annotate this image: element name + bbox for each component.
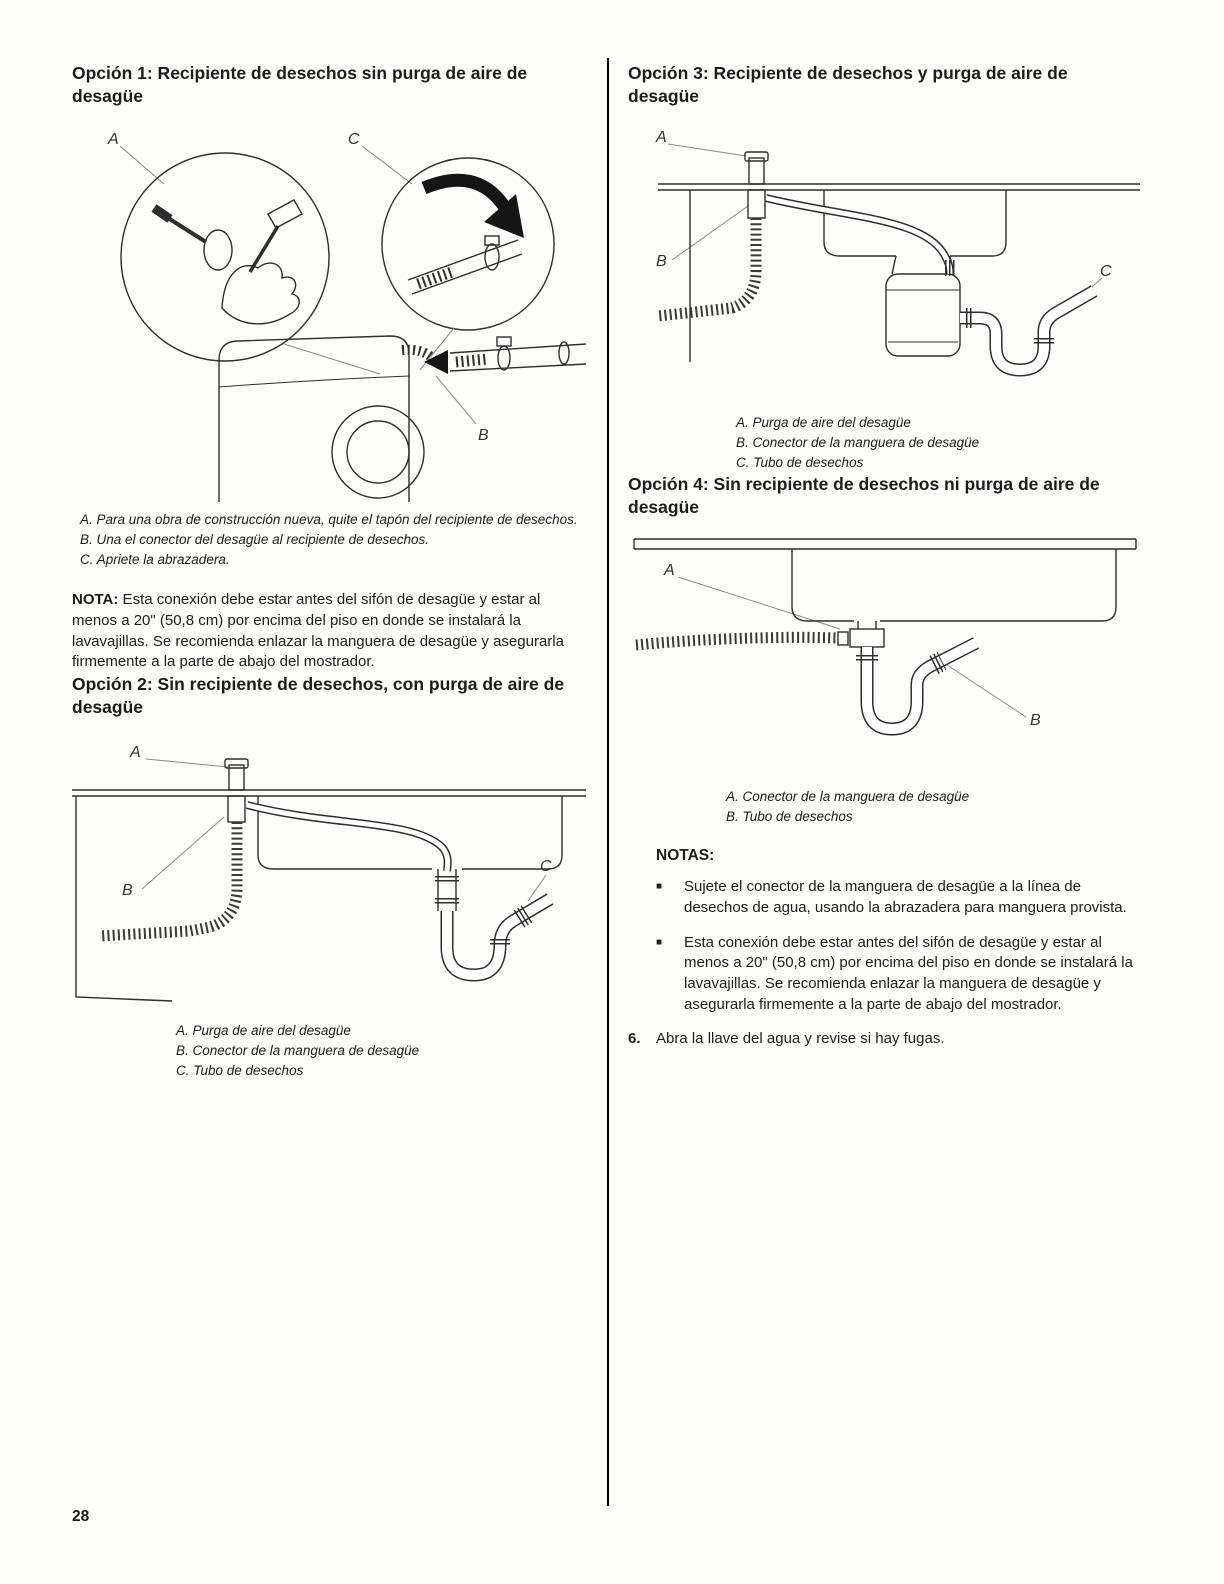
caption-line: A. Purga de aire del desagüe [736, 414, 911, 430]
fig1-label-c: C [348, 131, 360, 148]
step-6: 6. Abra la llave del agua y revise si ha… [628, 1029, 1140, 1050]
square-bullet-icon: ■ [656, 936, 663, 948]
notas-heading: NOTAS: [656, 847, 715, 865]
step-text: Abra la llave del agua y revise si hay f… [656, 1030, 945, 1048]
bullet-text: Sujete el conector de la manguera de des… [684, 878, 1127, 916]
fig3-label-a: A [655, 129, 667, 146]
caption-line: A. Purga de aire del desagüe [176, 1022, 351, 1038]
caption-line: B. Conector de la manguera de desagüe [176, 1042, 420, 1058]
option1-figure: A C B [107, 131, 586, 502]
fig4-label-b: B [1030, 712, 1041, 729]
caption-line: C. Tubo de desechos [176, 1063, 304, 1078]
fig3-label-c: C [1100, 263, 1112, 280]
bullet-text: Esta conexión debe estar antes del sifón… [684, 933, 1133, 1013]
option1-title: Opción 1: Recipiente de desechos sin pur… [72, 63, 528, 106]
fig3-label-b: B [656, 253, 667, 270]
nota-text: Esta conexión debe estar antes del sifón… [72, 591, 564, 671]
nota-bullet-item: ■ Sujete el conector de la manguera de d… [656, 877, 1140, 918]
option4-title: Opción 4: Sin recipiente de desechos ni … [628, 474, 1100, 517]
option2-captions: A. Purga de aire del desagüe B. Conector… [176, 1021, 586, 1082]
fig2-label-c: C [540, 858, 552, 875]
caption-line: C. Apriete la abrazadera. [80, 552, 230, 567]
caption-line: A. Conector de la manguera de desagüe [726, 788, 970, 804]
option3-title: Opción 3: Recipiente de desechos y purga… [628, 63, 1068, 106]
option3-figure: A B C [655, 129, 1140, 377]
option2-figure: A B C [72, 744, 586, 1002]
fig4-label-a: A [663, 562, 675, 579]
option4-figure: A B [633, 538, 1137, 736]
fig1-label-b: B [478, 427, 489, 444]
fig2-label-b: B [122, 882, 133, 899]
right-column: Opción 3: Recipiente de desechos y purga… [628, 62, 1140, 1050]
step-number: 6. [628, 1030, 641, 1048]
column-divider [607, 58, 609, 1506]
fig2-label-a: A [129, 744, 141, 761]
page-number: 28 [72, 1508, 90, 1525]
option1-captions: A. Para una obra de construcción nueva, … [80, 510, 586, 571]
option1-nota: NOTA: Esta conexión debe estar antes del… [72, 590, 586, 673]
nota-label: NOTA: [72, 591, 119, 609]
caption-line: B. Una el conector del desagüe al recipi… [80, 531, 429, 547]
notas-section: NOTAS: ■ Sujete el conector de la mangue… [656, 847, 1140, 1015]
option3-captions: A. Purga de aire del desagüe B. Conector… [736, 413, 1140, 474]
fig1-label-a: A [107, 131, 119, 148]
left-column: Opción 1: Recipiente de desechos sin pur… [72, 62, 586, 1081]
caption-line: B. Tubo de desechos [726, 809, 853, 824]
caption-line: B. Conector de la manguera de desagüe [736, 434, 980, 450]
caption-line: C. Tubo de desechos [736, 455, 864, 470]
option4-captions: A. Conector de la manguera de desagüe B.… [726, 787, 1140, 828]
nota-bullet-item: ■ Esta conexión debe estar antes del sif… [656, 933, 1140, 1016]
square-bullet-icon: ■ [656, 881, 663, 893]
option2-title: Opción 2: Sin recipiente de desechos, co… [72, 674, 565, 717]
caption-line: A. Para una obra de construcción nueva, … [80, 511, 578, 527]
